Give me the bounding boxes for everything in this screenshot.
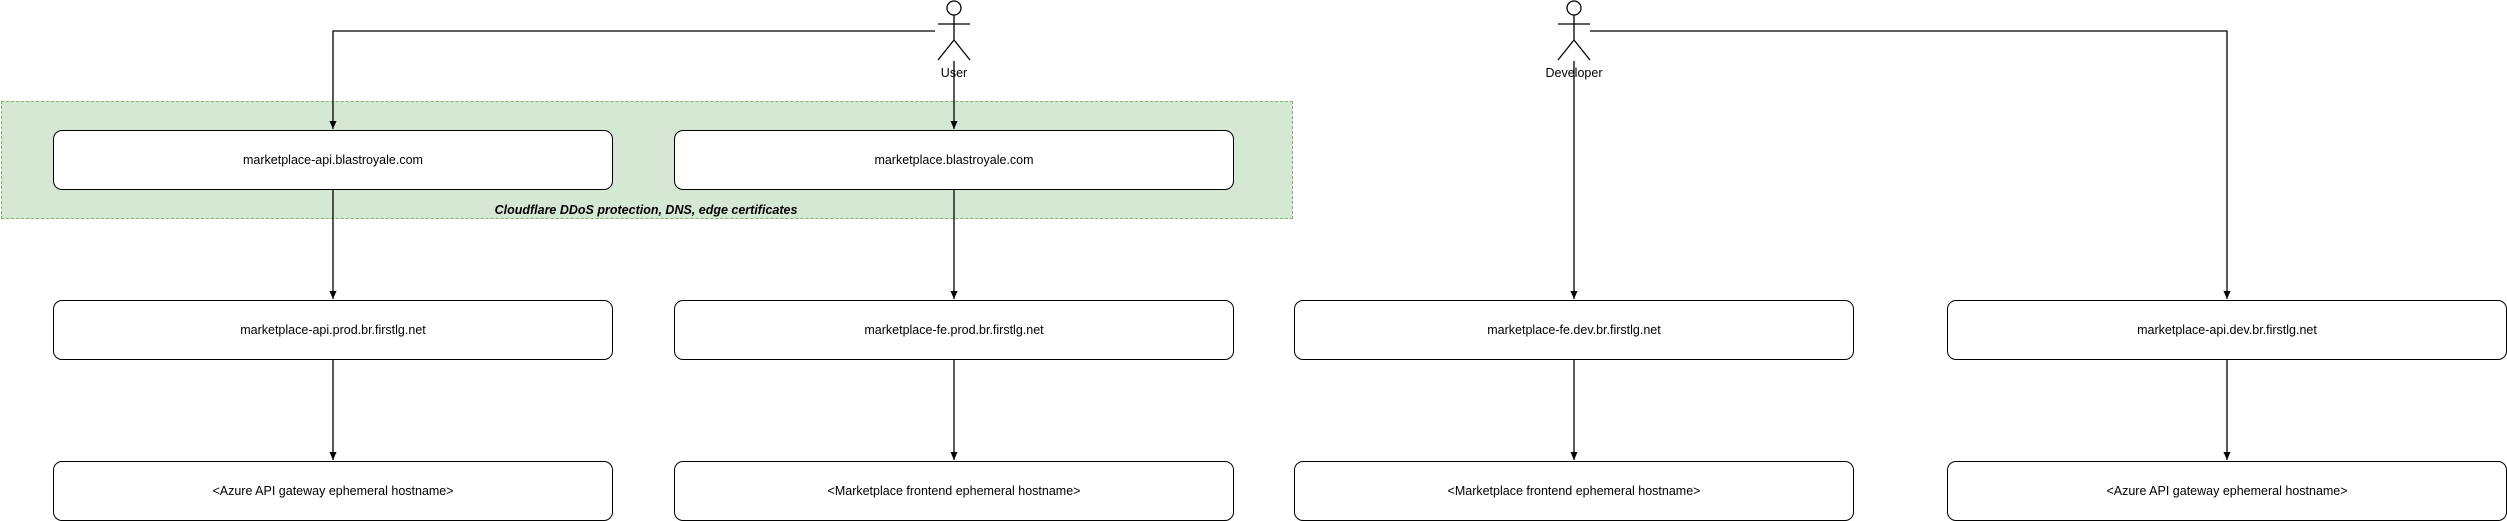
node-edge-fe[interactable]: marketplace.blastroyale.com bbox=[674, 130, 1234, 190]
node-dev-fe[interactable]: marketplace-fe.dev.br.firstlg.net bbox=[1294, 300, 1854, 360]
node-edge-api[interactable]: marketplace-api.blastroyale.com bbox=[53, 130, 613, 190]
user-actor-label: User bbox=[940, 66, 968, 80]
node-fe-dev-eph-label: <Marketplace frontend ephemeral hostname… bbox=[1447, 484, 1701, 498]
cloudflare-zone-label: Cloudflare DDoS protection, DNS, edge ce… bbox=[494, 203, 798, 217]
edge-dev-to-api bbox=[1590, 30, 2231, 299]
user-actor-icon bbox=[937, 0, 971, 61]
node-fe-prod-eph-label: <Marketplace frontend ephemeral hostname… bbox=[827, 484, 1081, 498]
node-fe-dev-eph[interactable]: <Marketplace frontend ephemeral hostname… bbox=[1294, 461, 1854, 521]
node-prod-api[interactable]: marketplace-api.prod.br.firstlg.net bbox=[53, 300, 613, 360]
node-gw-prod[interactable]: <Azure API gateway ephemeral hostname> bbox=[53, 461, 613, 521]
node-prod-fe-label: marketplace-fe.prod.br.firstlg.net bbox=[864, 323, 1044, 337]
node-fe-prod-eph[interactable]: <Marketplace frontend ephemeral hostname… bbox=[674, 461, 1234, 521]
node-edge-api-label: marketplace-api.blastroyale.com bbox=[243, 153, 423, 167]
node-gw-dev[interactable]: <Azure API gateway ephemeral hostname> bbox=[1947, 461, 2507, 521]
edge-user-to-api bbox=[329, 30, 935, 129]
node-prod-fe[interactable]: marketplace-fe.prod.br.firstlg.net bbox=[674, 300, 1234, 360]
node-prod-api-label: marketplace-api.prod.br.firstlg.net bbox=[240, 323, 426, 337]
developer-actor-icon bbox=[1557, 0, 1591, 61]
node-gw-prod-label: <Azure API gateway ephemeral hostname> bbox=[212, 484, 454, 498]
developer-actor-label: Developer bbox=[1545, 66, 1603, 80]
node-dev-api-label: marketplace-api.dev.br.firstlg.net bbox=[2137, 323, 2317, 337]
node-dev-fe-label: marketplace-fe.dev.br.firstlg.net bbox=[1487, 323, 1661, 337]
node-gw-dev-label: <Azure API gateway ephemeral hostname> bbox=[2106, 484, 2348, 498]
node-dev-api[interactable]: marketplace-api.dev.br.firstlg.net bbox=[1947, 300, 2507, 360]
node-edge-fe-label: marketplace.blastroyale.com bbox=[874, 153, 1034, 167]
